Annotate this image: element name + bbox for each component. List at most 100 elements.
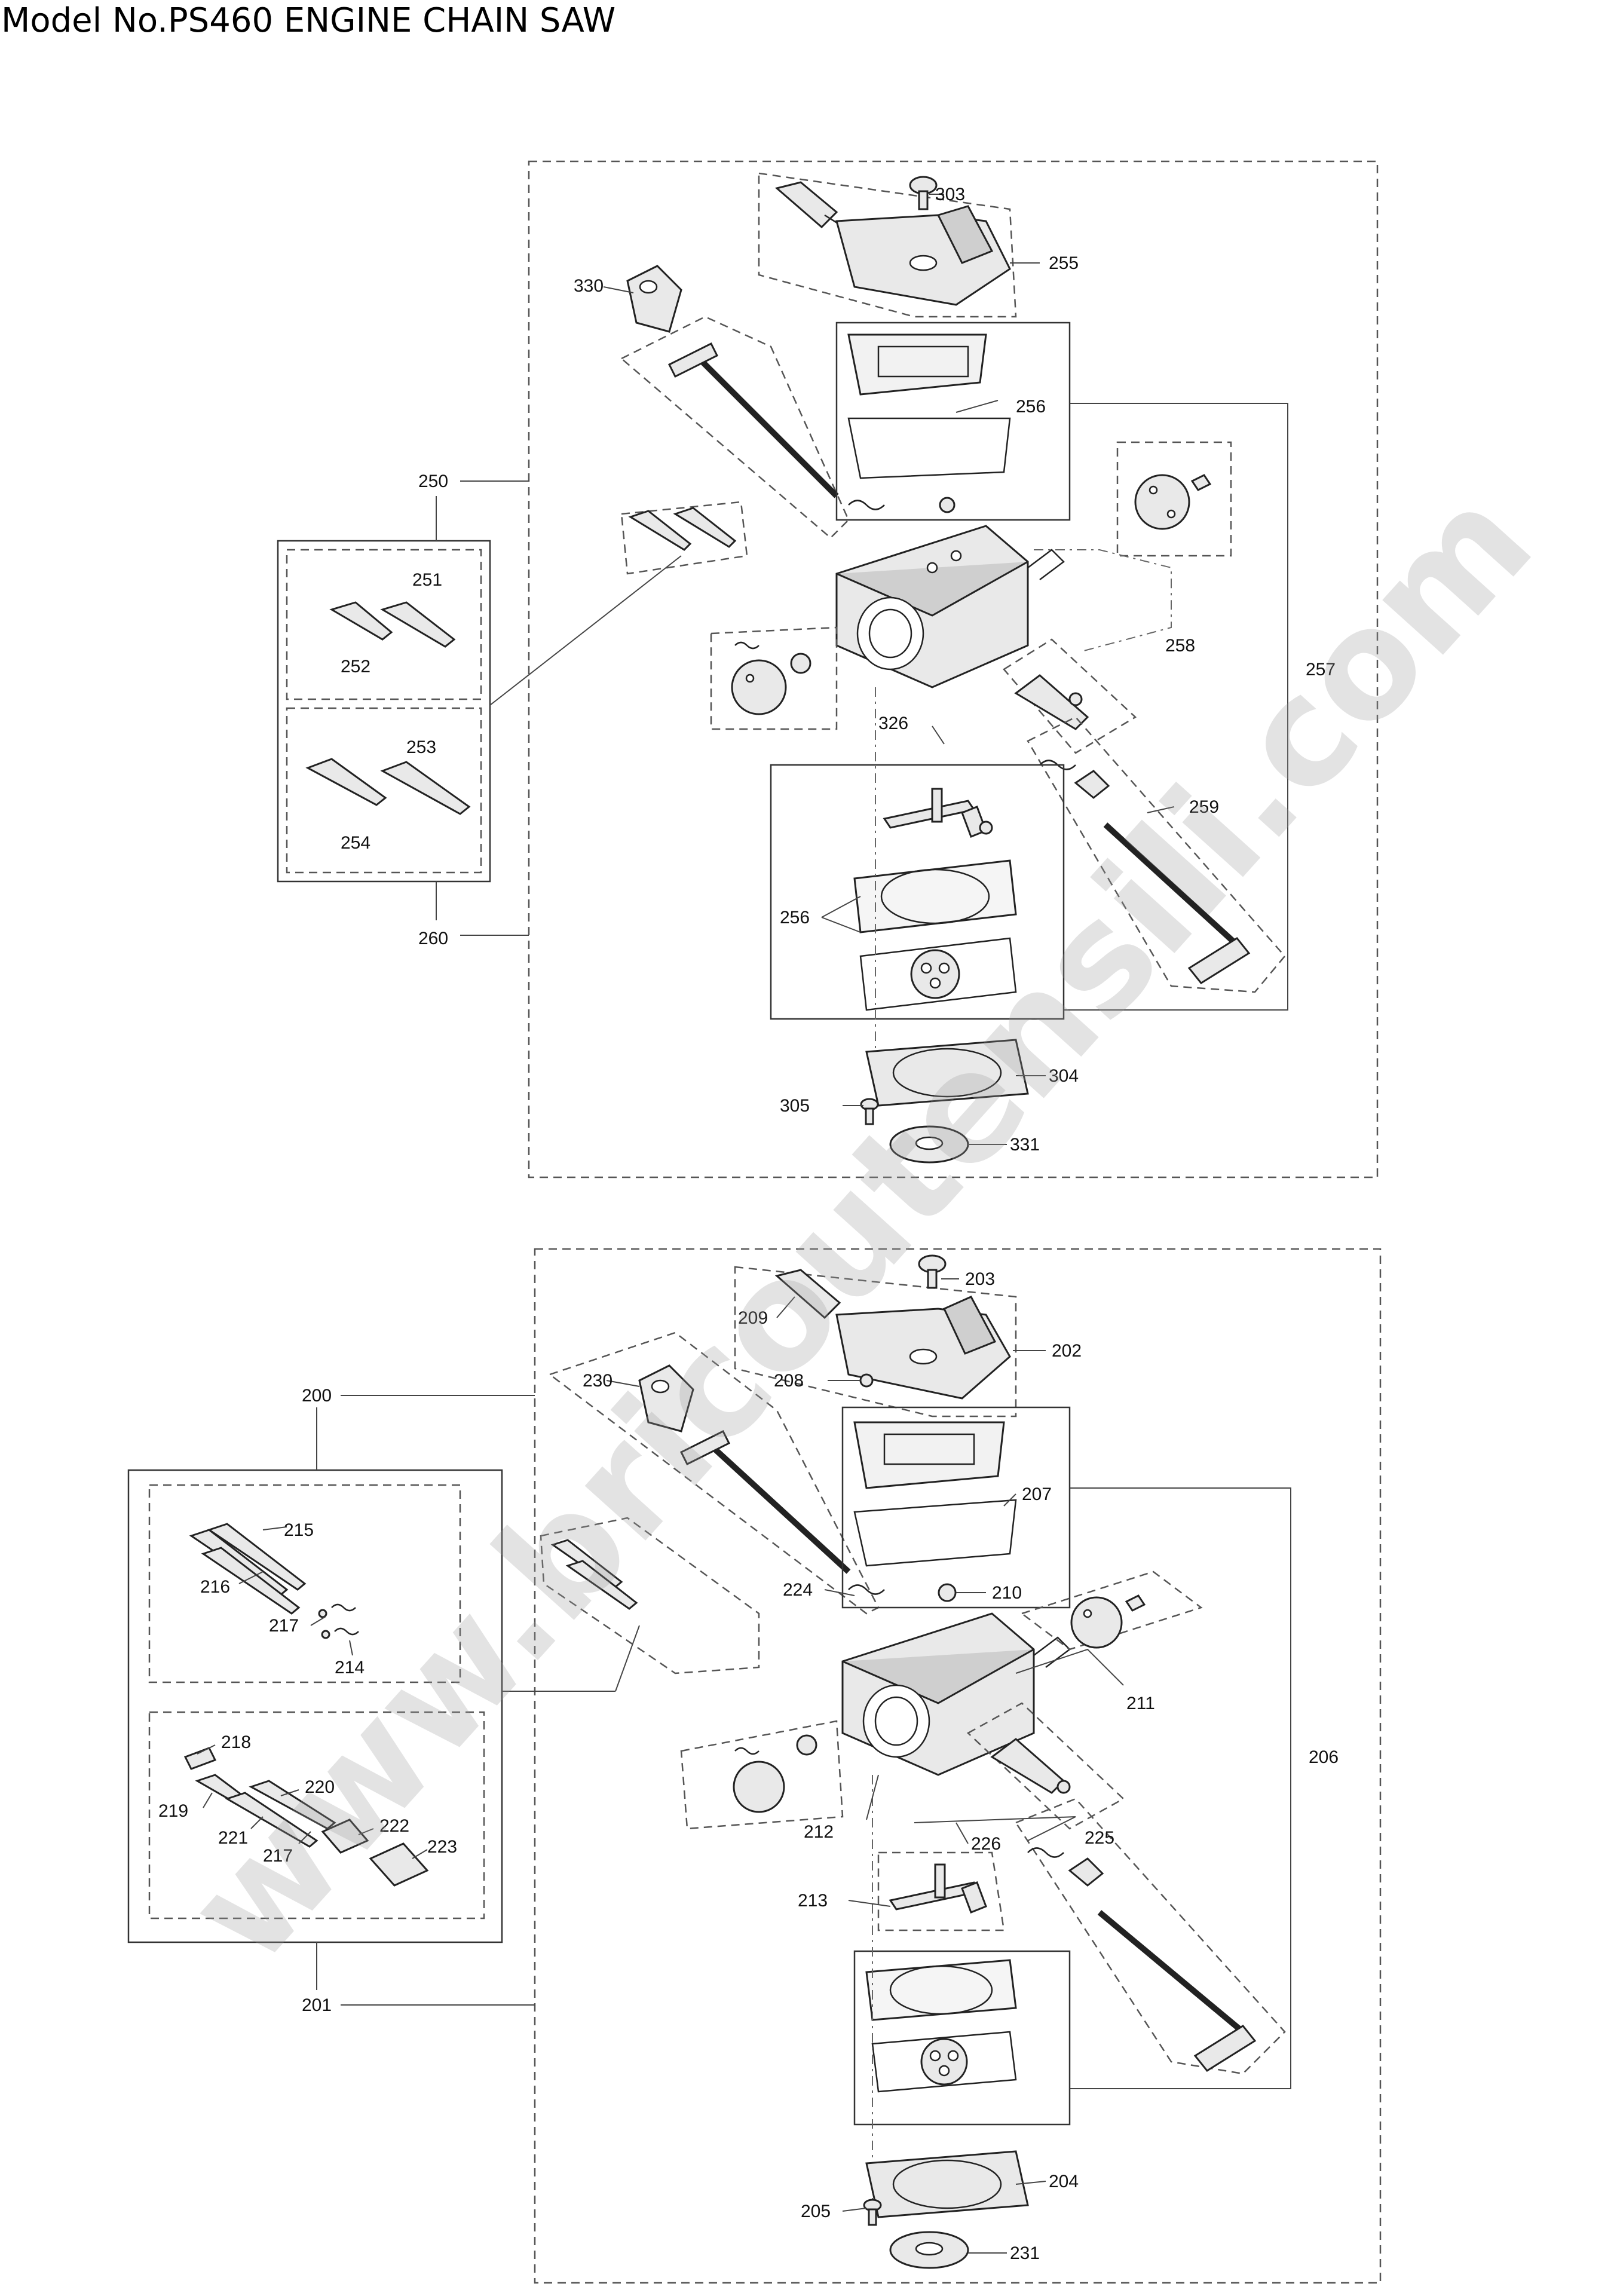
- upper-carburetor-assembly: [277, 160, 1379, 1178]
- needle-part-220: [249, 1780, 336, 1830]
- gasket-box-207: [841, 1406, 1071, 1609]
- kit-box-253-254: [286, 707, 482, 874]
- choke-lever-part-330: [626, 265, 682, 333]
- gasket-part-256-top: [847, 333, 1011, 513]
- label-220: 220: [305, 1777, 335, 1797]
- label-225: 225: [1085, 1828, 1114, 1848]
- pump-cover-box: [710, 626, 838, 730]
- label-253: 253: [406, 737, 436, 757]
- lever-part-upper: [1014, 674, 1089, 730]
- label-217-bottom: 217: [263, 1846, 293, 1866]
- washer-part-231: [889, 2231, 969, 2269]
- cap-part-223: [369, 1842, 429, 1887]
- throttle-shaft-box-upper: [1027, 716, 1286, 993]
- watermark-text: www.bricoutensili.com: [154, 455, 1566, 1995]
- screw-part-203: [918, 1254, 947, 1289]
- label-256-top: 256: [1016, 397, 1046, 417]
- cover-part-211: [1070, 1594, 1146, 1649]
- lever-part-lower: [990, 1738, 1071, 1794]
- label-326: 326: [878, 714, 908, 733]
- oring-part-217: [318, 1609, 330, 1639]
- needles-part-lower: [550, 1539, 638, 1610]
- cover-box-258: [1116, 441, 1232, 557]
- upper-frame: [528, 160, 1379, 1178]
- cover-group-box-lower: [734, 1266, 1017, 1418]
- gasket-box-lower: [853, 1950, 1071, 2126]
- choke-shaft-box-lower: [548, 1331, 880, 1615]
- upper-part-labels: 303 255 330 256 250 251 252 253 254 260 …: [341, 185, 1336, 1155]
- kit-to-needles-leader: [489, 555, 682, 706]
- label-251: 251: [412, 570, 442, 590]
- metering-lever-part: [883, 788, 993, 838]
- kit-box-218-223: [148, 1711, 485, 1920]
- lower-carburetor-assembly: [127, 1248, 1382, 2284]
- metering-box-213: [877, 1851, 1005, 1931]
- label-203: 203: [965, 1269, 995, 1289]
- label-255: 255: [1049, 253, 1079, 273]
- carburetor-body-lower: [841, 1612, 1071, 1776]
- label-212: 212: [804, 1822, 834, 1842]
- lower-part-labels: 203 209 202 230 208 200 207 215 216 217 …: [158, 1269, 1339, 2263]
- gasket-part-lower: [865, 1959, 1017, 2093]
- diaphragm-cover-part-204: [865, 2150, 1029, 2218]
- pump-cover-box-lower: [680, 1720, 844, 1830]
- throttle-shaft-box-lower: [1015, 1798, 1286, 2075]
- screw-part-205: [863, 2199, 882, 2226]
- cover-part-202: [835, 1296, 1011, 1400]
- label-206: 206: [1309, 1747, 1339, 1767]
- metering-lever-part-213: [889, 1863, 987, 1914]
- lower-frame: [534, 1248, 1382, 2284]
- screen-part-210: [938, 1583, 957, 1602]
- needle-part-251: [380, 601, 456, 648]
- label-219: 219: [158, 1801, 188, 1821]
- label-209: 209: [738, 1308, 768, 1328]
- label-305: 305: [780, 1096, 810, 1116]
- cover-part-255: [835, 205, 1011, 306]
- label-204: 204: [1049, 2172, 1079, 2191]
- label-207: 207: [1022, 1484, 1052, 1504]
- label-331: 331: [1010, 1135, 1040, 1155]
- cover-box-211: [1020, 1571, 1203, 1651]
- plug-part-208: [859, 1373, 874, 1388]
- label-202: 202: [1052, 1341, 1082, 1361]
- choke-shaft-part-lower: [679, 1429, 851, 1574]
- gasket-part-207: [853, 1421, 1017, 1567]
- cap-part-222: [321, 1819, 369, 1854]
- pump-cover-part: [731, 641, 811, 715]
- label-222: 222: [379, 1816, 409, 1836]
- label-223: 223: [427, 1837, 457, 1857]
- carburetor-body-upper: [835, 525, 1065, 688]
- label-224: 224: [783, 1580, 813, 1600]
- label-218: 218: [221, 1732, 251, 1752]
- label-208: 208: [774, 1371, 804, 1391]
- kit-box-214-217: [148, 1484, 461, 1683]
- metering-box-upper: [770, 764, 1065, 1020]
- label-211: 211: [1126, 1694, 1155, 1713]
- adjust-kit-box-lower: [127, 1469, 503, 1943]
- choke-lever-part-230: [638, 1364, 694, 1432]
- needle-part-254: [305, 758, 387, 806]
- label-205: 205: [801, 2202, 831, 2221]
- label-230: 230: [583, 1371, 612, 1391]
- label-217-top: 217: [269, 1616, 299, 1636]
- diaphragm-cover-part-304: [865, 1039, 1029, 1107]
- label-215: 215: [284, 1520, 314, 1540]
- label-200: 200: [302, 1386, 332, 1406]
- label-213: 213: [798, 1891, 828, 1911]
- screw-part-303: [909, 176, 938, 210]
- label-254: 254: [341, 833, 370, 853]
- cover-part-258: [1134, 474, 1212, 530]
- throttle-shaft-part-259: [1039, 760, 1251, 984]
- lever-box-upper: [1003, 638, 1137, 754]
- needles-part-upper: [628, 507, 737, 551]
- label-257: 257: [1306, 660, 1336, 679]
- needle-part-252: [329, 601, 393, 641]
- label-252: 252: [341, 657, 370, 676]
- label-256-lower: 256: [780, 908, 810, 927]
- needle-part-253: [380, 761, 471, 815]
- page-title: Model No.PS460 ENGINE CHAIN SAW: [1, 1, 616, 40]
- spring-part-224: [848, 1584, 885, 1595]
- gasket-part-256-lower: [853, 859, 1017, 1011]
- adjust-kit-box: [277, 540, 491, 883]
